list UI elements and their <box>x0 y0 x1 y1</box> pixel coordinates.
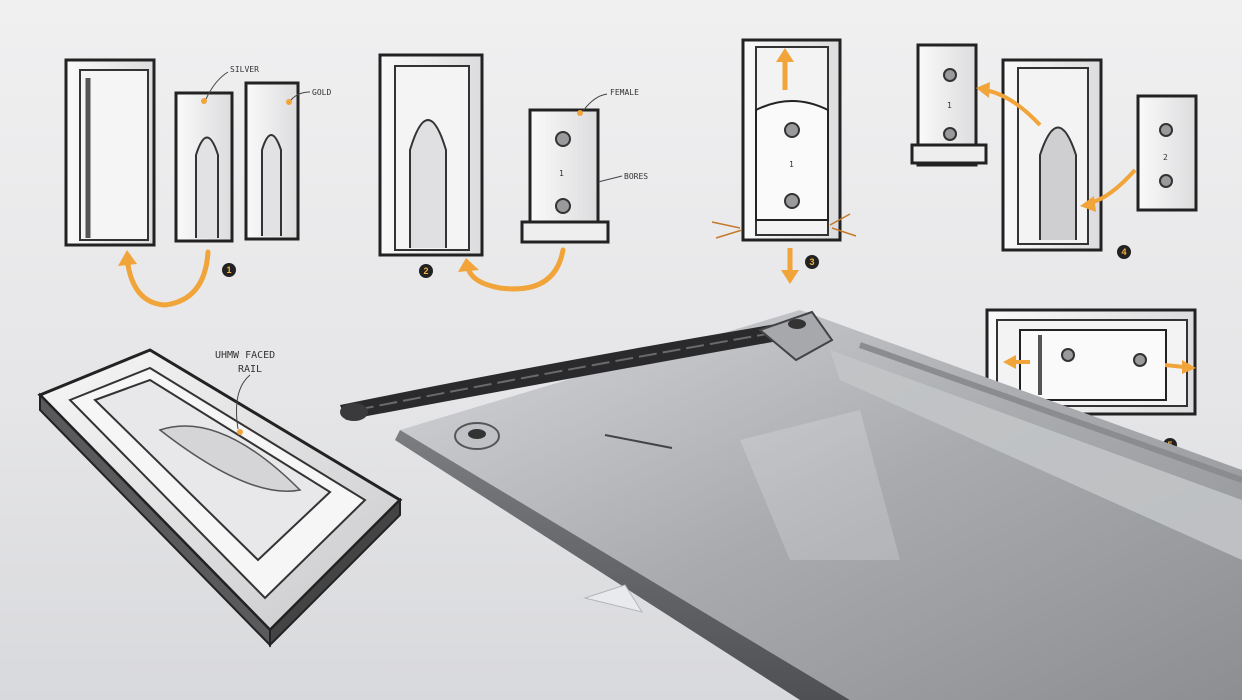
bore-bottom <box>784 193 800 209</box>
plate-2 <box>1136 94 1198 212</box>
arrowhead-icon <box>776 48 794 62</box>
label-gold: GOLD <box>312 88 331 97</box>
uhmw-dot <box>237 429 243 435</box>
part-number: 1 <box>559 169 564 178</box>
spring-lines <box>711 213 857 239</box>
uhmw-tray-sketch: UHMW FACED RAIL <box>37 348 403 648</box>
metal-tray-render <box>340 310 1242 700</box>
rail-body <box>340 320 806 420</box>
tray-side-right <box>269 497 401 648</box>
scratch-mark <box>604 434 673 449</box>
rail-end <box>340 403 368 421</box>
tray-slot <box>158 425 302 492</box>
metal-tray-ridge <box>830 350 1242 560</box>
arrow-curved-icon <box>984 88 1042 127</box>
frame-slot <box>1039 126 1077 240</box>
reflection <box>740 410 900 560</box>
step-number: 2 <box>423 266 428 276</box>
bore-bottom <box>1159 174 1173 188</box>
part-number: 1 <box>947 101 952 110</box>
step-badge <box>222 263 236 277</box>
bore-right <box>1133 353 1147 367</box>
metal-tray-edge <box>395 430 850 700</box>
arrowhead-icon <box>781 270 799 284</box>
frame-slot <box>409 119 447 248</box>
label-female: FEMALE <box>610 88 639 97</box>
insert-plate <box>755 100 829 221</box>
arrowhead-icon <box>1080 196 1096 212</box>
rail-clip <box>757 310 834 362</box>
leader-line <box>236 374 251 430</box>
arrowhead-icon <box>1182 360 1196 374</box>
arrow-right-icon <box>1164 363 1185 369</box>
label-bores: BORES <box>624 172 648 181</box>
arrowhead-icon <box>976 82 990 98</box>
arrow-curved-icon <box>465 247 566 292</box>
leader-line <box>290 91 311 101</box>
sketch-step-2: 1 FEMALE BORES 2 <box>378 53 648 292</box>
gold-slot <box>261 134 282 236</box>
metal-tray-rim <box>859 342 1242 483</box>
gold-dot <box>286 99 292 105</box>
step-badge <box>805 255 819 269</box>
female-plate-base <box>520 220 610 244</box>
sketch-step-5: 5 <box>985 308 1197 452</box>
bore-top <box>1159 123 1173 137</box>
step-number: 1 <box>226 265 231 275</box>
label-uhmw-line1: UHMW FACED <box>215 350 275 361</box>
label-uhmw-line2: RAIL <box>238 364 262 375</box>
arrowhead-icon <box>118 250 137 266</box>
leader-line <box>597 175 623 183</box>
silver-dot <box>201 98 207 104</box>
bore-bottom <box>943 127 957 141</box>
rail-ribs <box>355 329 791 411</box>
plate-1-base <box>910 143 988 165</box>
step-number: 3 <box>809 257 814 267</box>
bore-left <box>1061 348 1075 362</box>
tray-inner-rail <box>93 378 332 562</box>
step-number: 4 <box>1121 247 1126 257</box>
arrowhead-icon <box>458 258 479 272</box>
small-piece <box>583 584 644 613</box>
silver-slot <box>195 136 219 238</box>
mount-hole-left <box>468 429 486 439</box>
sketch-step-3: 1 3 <box>711 38 857 284</box>
leader-line <box>205 71 229 100</box>
arrow-curved-icon <box>124 249 211 308</box>
bore-top <box>943 68 957 82</box>
step-badge <box>419 264 433 278</box>
label-silver: SILVER <box>230 65 259 74</box>
part-number: 2 <box>1163 153 1168 162</box>
frame-inner <box>79 69 149 241</box>
arrowhead-icon <box>1003 355 1016 369</box>
bore-bottom <box>555 198 571 214</box>
rail-clip-hole <box>788 319 806 329</box>
leader-line <box>582 93 608 112</box>
part-number: 1 <box>789 160 794 169</box>
sketch-step-4: 1 2 4 <box>910 43 1198 259</box>
bore-top <box>555 131 571 147</box>
sketch-step-1: SILVER GOLD 1 <box>64 58 331 308</box>
step-badge <box>1117 245 1131 259</box>
bore-top <box>784 122 800 138</box>
female-dot <box>577 110 583 116</box>
